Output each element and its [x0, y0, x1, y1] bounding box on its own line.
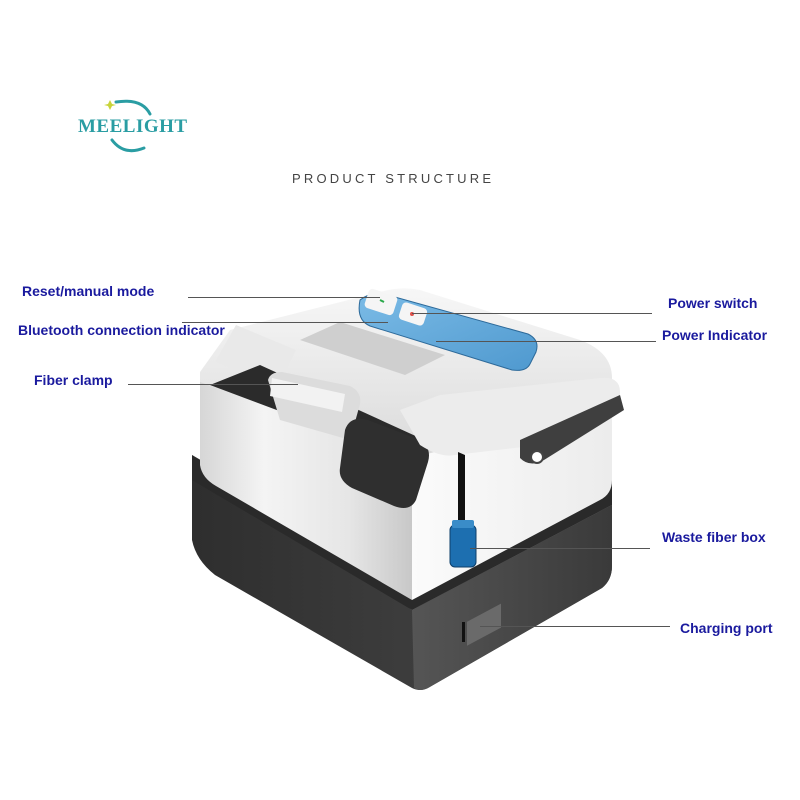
- waste-fiber-box: [449, 524, 477, 568]
- label-waste-fiber-box: Waste fiber box: [662, 529, 766, 545]
- leader-bluetooth-indicator: [182, 322, 388, 323]
- label-reset-manual-mode: Reset/manual mode: [22, 283, 155, 299]
- leader-reset-manual-mode: [188, 297, 380, 298]
- reset-button: [364, 288, 398, 316]
- leader-fiber-clamp: [128, 384, 298, 385]
- label-bluetooth-indicator: Bluetooth connection indicator: [18, 322, 225, 338]
- lid-latch: [520, 395, 624, 464]
- charging-port-icon: [467, 603, 501, 646]
- black-roller: [339, 418, 429, 508]
- label-fiber-clamp: Fiber clamp: [34, 372, 113, 388]
- label-power-switch: Power switch: [668, 295, 758, 311]
- leader-power-indicator: [436, 341, 656, 342]
- page-title: PRODUCT STRUCTURE: [292, 171, 495, 186]
- logo-swoosh-icon: [104, 99, 152, 153]
- leader-waste-fiber-box: [470, 548, 650, 549]
- leader-charging-port: [480, 626, 670, 627]
- label-charging-port: Charging port: [680, 620, 773, 636]
- label-power-indicator: Power Indicator: [662, 327, 768, 343]
- leader-power-switch: [412, 313, 652, 314]
- brand-logo: MEELIGHT: [72, 96, 202, 160]
- logo-text: MEELIGHT: [78, 116, 188, 137]
